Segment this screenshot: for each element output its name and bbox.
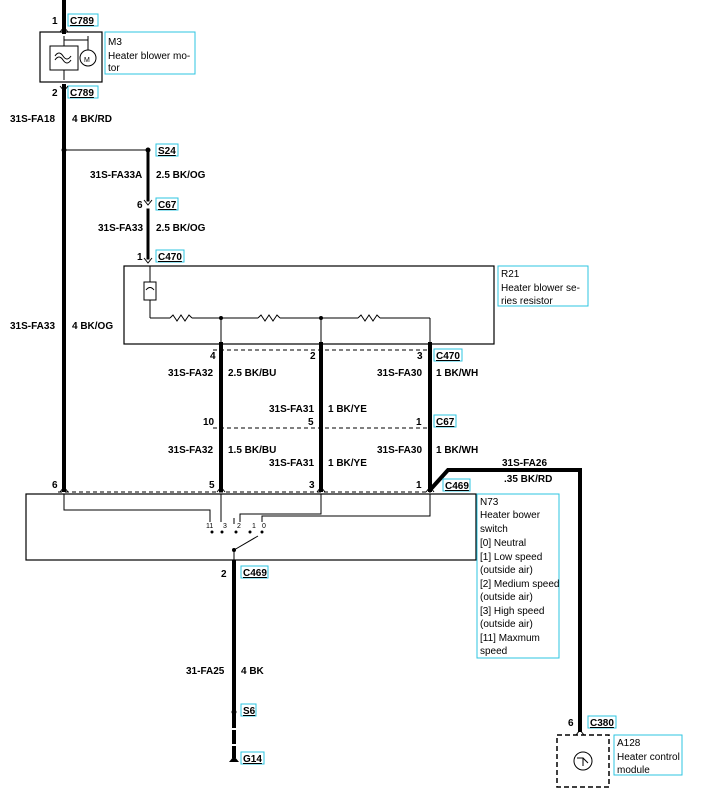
m3-ref: M3 — [108, 37, 122, 48]
pin-n73-5: 5 — [209, 480, 215, 491]
a128-desc-1: Heater control — [617, 752, 680, 763]
wire-label-fa25-spec: 4 BK — [241, 666, 265, 677]
wire-label-fa33a-id: 31S-FA33A — [90, 170, 142, 181]
wire-label-fa32-lower-spec: 1.5 BK/BU — [228, 445, 276, 456]
a128-desc-2: module — [617, 765, 650, 776]
n73-line-9: (outside air) — [480, 619, 533, 630]
pin-n73-3: 3 — [309, 480, 315, 491]
wire-label-fa18-spec: 4 BK/RD — [72, 114, 112, 125]
wire-label-fa33-spec: 2.5 BK/OG — [156, 223, 206, 234]
pin-c789-bot: 2 — [52, 88, 58, 99]
wire-label-fa30-lower-spec: 1 BK/WH — [436, 445, 478, 456]
m3-label-box — [104, 31, 196, 75]
r21-ref: R21 — [501, 269, 520, 280]
switch-contact-arm — [233, 535, 259, 551]
switch-pos-0: 0 — [262, 523, 266, 530]
n73-label-box — [476, 493, 560, 659]
wire-label-fa33-id: 31S-FA33 — [98, 223, 143, 234]
wire-label-fa31-upper-id: 31S-FA31 — [269, 404, 314, 415]
switch-pos-11: 11 — [206, 523, 213, 530]
wire-label-fa26-id: 31S-FA26 — [502, 458, 547, 469]
a128-symbol-icon — [573, 751, 593, 771]
pin-c67-10: 10 — [203, 417, 215, 428]
connector-c67-a: C67 — [158, 200, 177, 211]
splice-s24: S24 — [158, 146, 176, 157]
switch-pos-3: 3 — [223, 523, 227, 530]
n73-line-2: switch — [480, 524, 508, 535]
pin-n73-6: 6 — [52, 480, 58, 491]
wire-label-fa25-id: 31-FA25 — [186, 666, 225, 677]
pin-r21-2: 2 — [310, 351, 316, 362]
n73-line-1: Heater bower — [480, 510, 541, 521]
switch-pos-1: 1 — [252, 523, 256, 530]
wire-label-fa18-id: 31S-FA18 — [10, 114, 55, 125]
connector-c789-bot: C789 — [70, 88, 94, 99]
a128-ref: A128 — [617, 738, 641, 749]
ground-symbol — [229, 756, 239, 762]
n73-line-5: (outside air) — [480, 565, 533, 576]
wire-label-fa32-upper-id: 31S-FA32 — [168, 368, 213, 379]
connector-c470-b: C470 — [436, 351, 460, 362]
a128-module-box — [556, 734, 610, 788]
ground-g14: G14 — [243, 754, 262, 765]
pin-c67-5: 5 — [308, 417, 314, 428]
n73-line-10: [11] Maxmum — [480, 633, 540, 644]
r21-label-box — [497, 265, 589, 307]
n73-line-8: [3] High speed — [480, 606, 545, 617]
wire-label-fa33a-spec: 2.5 BK/OG — [156, 170, 206, 181]
n73-line-3: [0] Neutral — [480, 538, 526, 549]
wire-label-fa32-upper-spec: 2.5 BK/BU — [228, 368, 276, 379]
wire-label-fa30-upper-spec: 1 BK/WH — [436, 368, 478, 379]
svg-text:M: M — [84, 57, 90, 64]
connector-c380: C380 — [590, 718, 614, 729]
wire-label-fa31-lower-id: 31S-FA31 — [269, 458, 314, 469]
wire-label-fa26-spec: .35 BK/RD — [504, 474, 552, 485]
n73-line-4: [1] Low speed — [480, 552, 542, 563]
wire-label-fa30-lower-id: 31S-FA30 — [377, 445, 422, 456]
n73-ref: N73 — [480, 497, 499, 508]
r21-resistor-block — [123, 265, 495, 345]
pin-c470-a: 1 — [137, 252, 143, 263]
connector-c469-b: C469 — [243, 568, 267, 579]
connector-c789-top: C789 — [70, 16, 94, 27]
m3-desc-1: Heater blower mo- — [108, 51, 190, 62]
pin-c789-top: 1 — [52, 16, 58, 27]
resistor-3 — [357, 314, 381, 322]
pin-r21-3: 3 — [417, 351, 423, 362]
pin-c67-1: 1 — [416, 417, 422, 428]
splice-s6: S6 — [243, 706, 256, 717]
pin-a128-6: 6 — [568, 718, 574, 729]
wire-label-fa31-upper-spec: 1 BK/YE — [328, 404, 367, 415]
r21-desc-1: Heater blower se- — [501, 283, 580, 294]
wire-label-fa32-lower-id: 31S-FA32 — [168, 445, 213, 456]
m3-desc-2: tor — [108, 63, 120, 74]
n73-line-7: (outside air) — [480, 592, 533, 603]
a128-label-box — [613, 734, 683, 776]
wire-label-fa30-upper-id: 31S-FA30 — [377, 368, 422, 379]
n73-line-6: [2] Medium speed — [480, 579, 560, 590]
wire-fa26 — [427, 468, 582, 732]
r21-desc-2: ries resistor — [501, 296, 553, 307]
switch-pos-2: 2 — [237, 523, 241, 530]
wire-label-fa33-main-spec: 4 BK/OG — [72, 321, 113, 332]
resistor-2 — [257, 314, 281, 322]
pin-c67-a: 6 — [137, 200, 143, 211]
wire-label-fa33-main-id: 31S-FA33 — [10, 321, 55, 332]
connector-c470-a: C470 — [158, 252, 182, 263]
pin-n73-1: 1 — [416, 480, 422, 491]
m3-heater-blower-motor: M — [39, 31, 103, 83]
wire-label-fa31-lower-spec: 1 BK/YE — [328, 458, 367, 469]
resistor-1 — [169, 314, 193, 322]
connector-c469-a: C469 — [445, 481, 469, 492]
pin-n73-2: 2 — [221, 569, 227, 580]
connector-c67-b: C67 — [436, 417, 455, 428]
n73-switch-block — [25, 493, 477, 561]
n73-line-11: speed — [480, 646, 507, 657]
pin-r21-4: 4 — [210, 351, 216, 362]
